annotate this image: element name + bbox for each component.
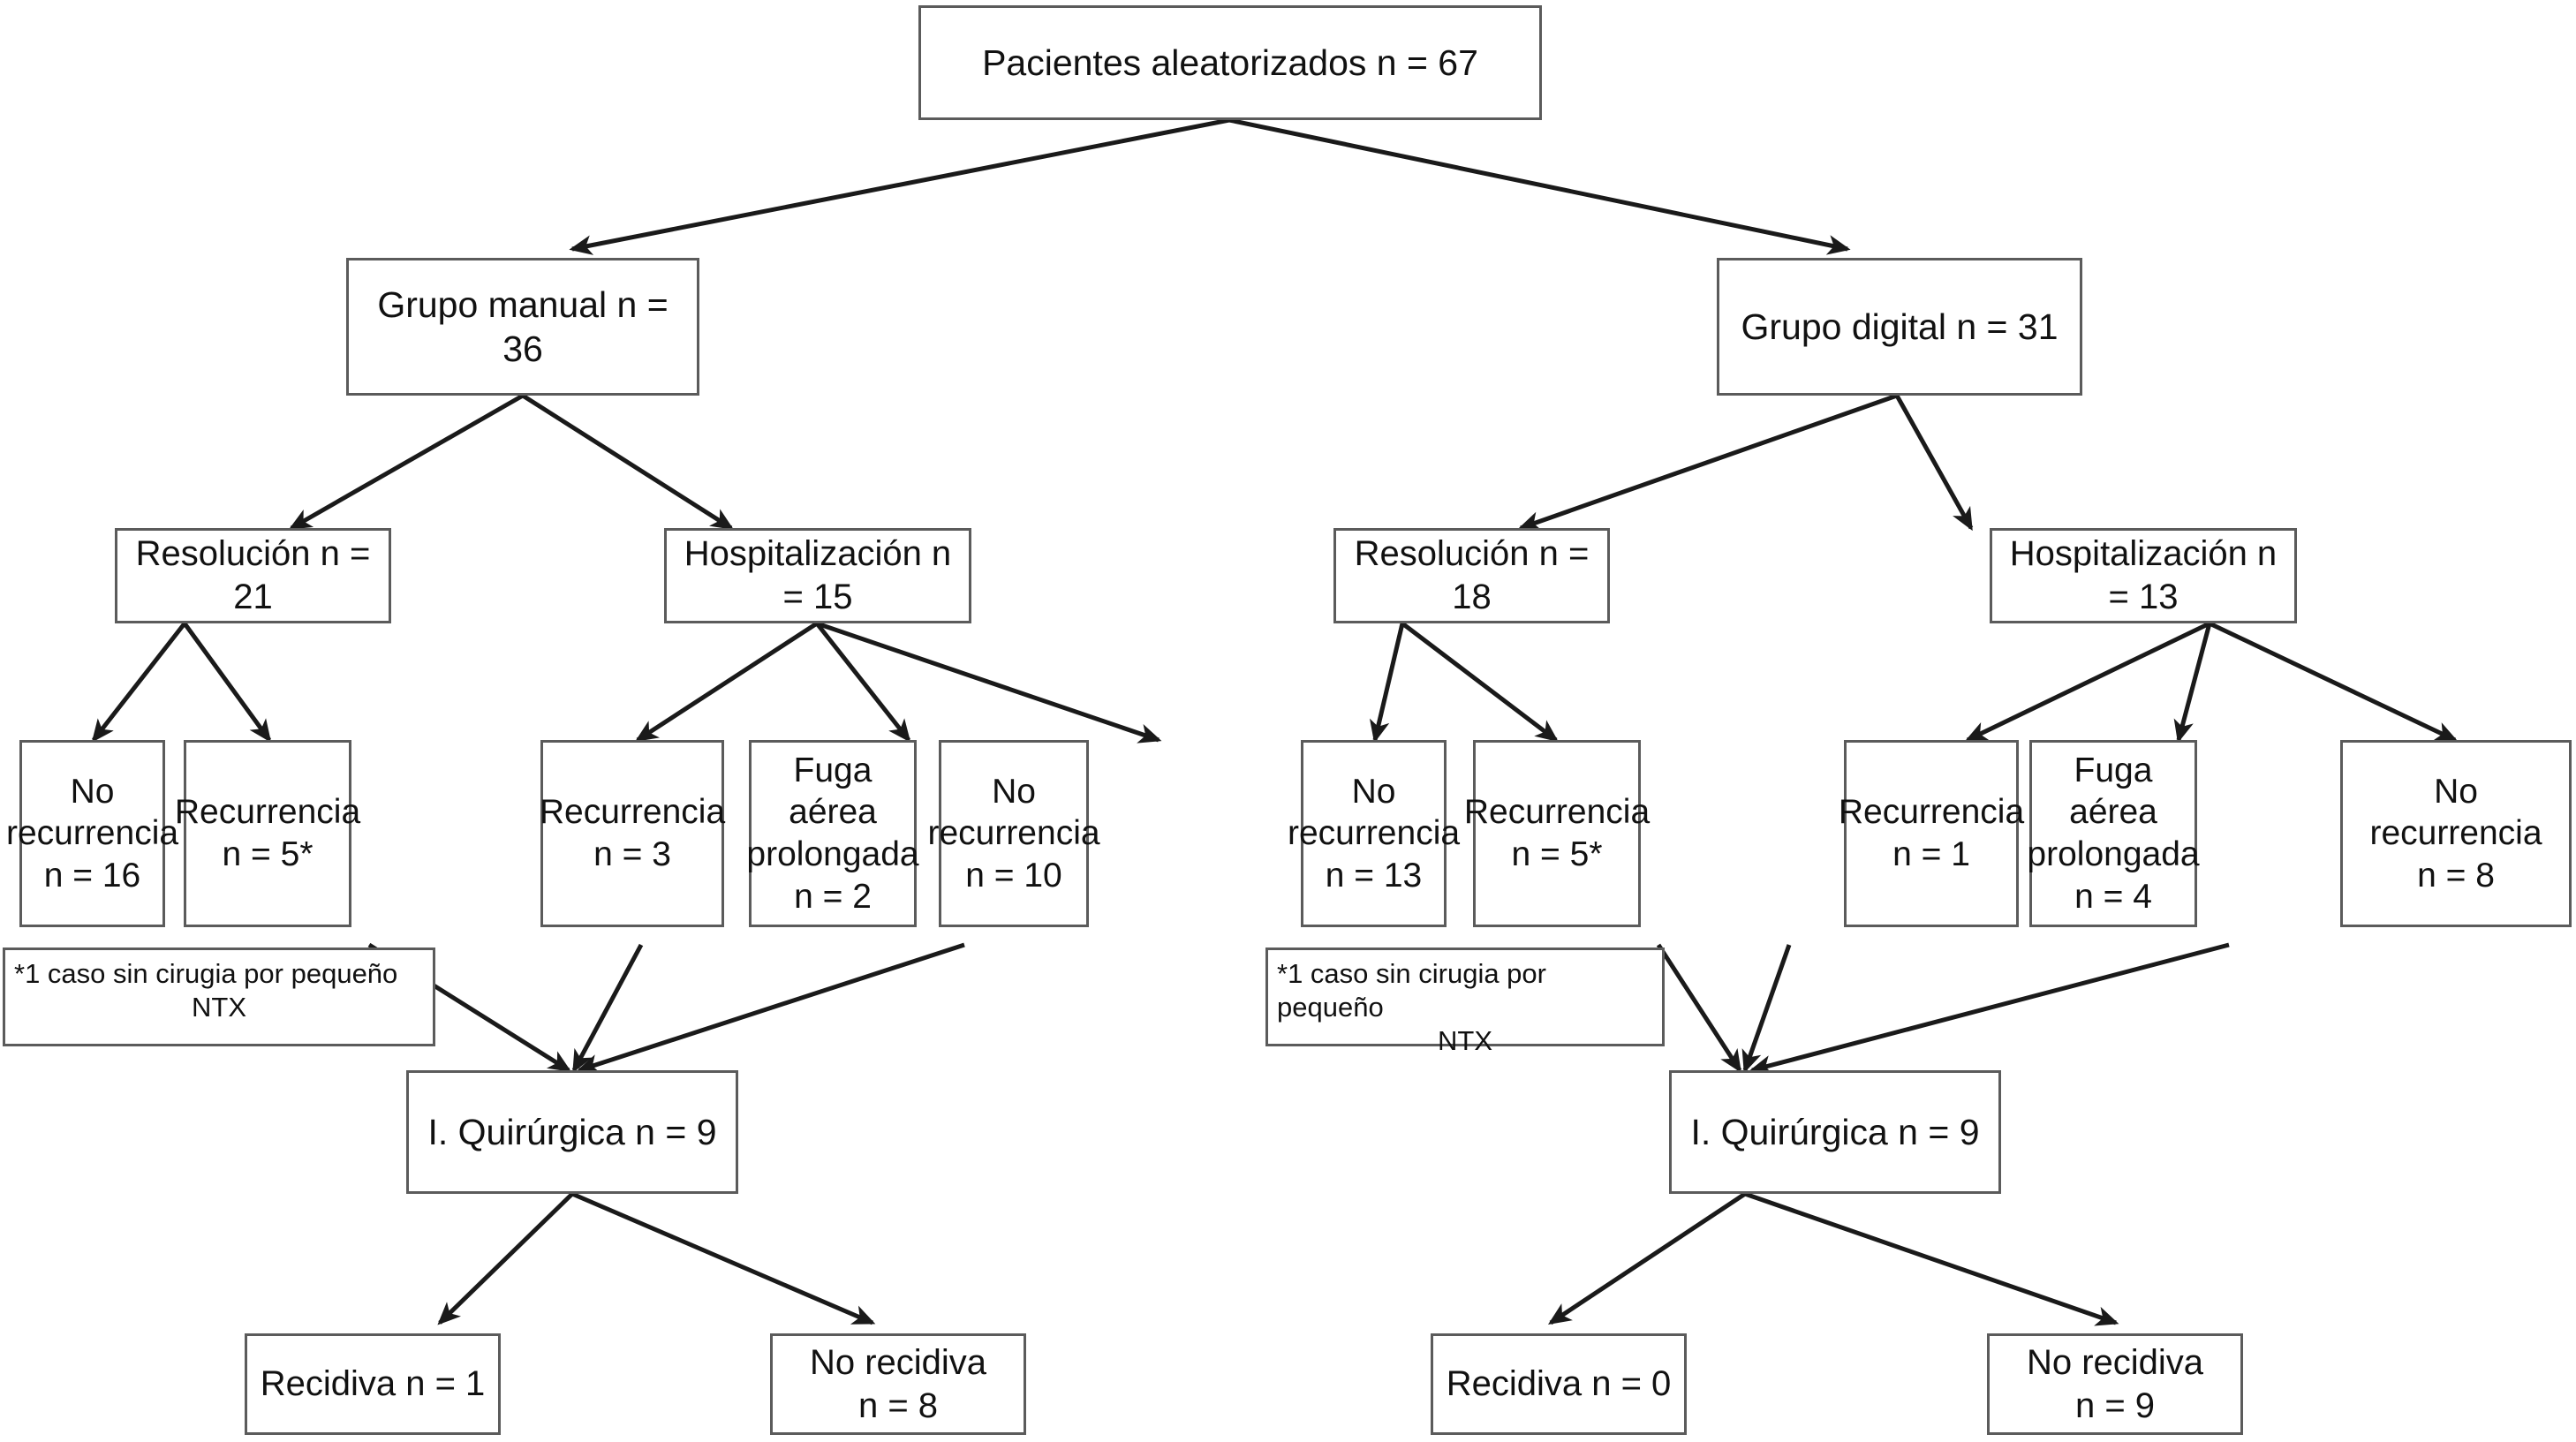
edge-manual-recurrencia3-to-quirurgica [571,943,644,1074]
node-digital-recurrencia-1[interactable]: Recurrencia n = 1 [1839,740,2024,927]
node-manual-recidiva-label: Recidiva n = 1 [260,1364,486,1404]
edge-digital-hosp-to-no-recurrencia8 [2208,621,2459,743]
node-grupo-manual-label: Grupo manual n = 36 [377,283,669,369]
node-grupo-digital[interactable]: Grupo digital n = 31 [1717,258,2082,396]
node-manual-recurrencia-3[interactable]: Recurrencia n = 3 [540,740,725,927]
node-digital-recidiva[interactable]: Recidiva n = 0 [1431,1333,1687,1435]
edge-manual-resolucion-to-recurrencia [182,622,272,743]
node-manual-resolucion-label: Resolución n = 21 [135,534,371,616]
node-grupo-manual[interactable]: Grupo manual n = 36 [346,258,699,396]
node-digital-recidiva-label: Recidiva n = 0 [1446,1364,1672,1404]
node-digital-no-recurrencia-13-label: No recurrencia n = 13 [1287,772,1461,895]
edge-manual-quirurgica-to-no-recidiva [571,1191,876,1325]
edge-digital-to-resolucion [1517,393,1898,532]
edge-root-to-group-digital [1228,117,1851,255]
edge-digital-quirurgica-to-no-recidiva [1744,1191,2119,1326]
edge-digital-quirurgica-to-recidiva [1547,1191,1747,1325]
node-manual-no-recidiva[interactable]: No recidiva n = 8 [770,1333,1026,1435]
node-manual-no-recurrencia-16-label: No recurrencia n = 16 [5,772,179,895]
node-digital-recurrencia-5[interactable]: Recurrencia n = 5* [1464,740,1650,927]
node-manual-hospitalizacion-label: Hospitalización n = 15 [684,534,952,616]
node-grupo-digital-label: Grupo digital n = 31 [1741,306,2059,347]
node-manual-resolucion[interactable]: Resolución n = 21 [115,528,391,623]
node-digital-no-recidiva[interactable]: No recidiva n = 9 [1987,1333,2243,1435]
node-manual-recurrencia-5-label: Recurrencia n = 5* [174,793,361,873]
node-digital-hospitalizacion-label: Hospitalización n = 13 [2009,534,2278,616]
node-digital-no-recidiva-label: No recidiva n = 9 [2026,1342,2204,1425]
edge-digital-resolucion-to-no-recurrencia [1369,623,1405,744]
node-manual-no-recurrencia-16[interactable]: No recurrencia n = 16 [6,740,178,927]
node-manual-no-recurrencia-10[interactable]: No recurrencia n = 10 [927,740,1100,927]
node-manual-hospitalizacion[interactable]: Hospitalización n = 15 [664,528,971,623]
node-manual-recidiva[interactable]: Recidiva n = 1 [245,1333,501,1435]
node-digital-quirurgica-label: I. Quirúrgica n = 9 [1690,1111,1980,1152]
node-digital-recurrencia-1-label: Recurrencia n = 1 [1838,793,2025,873]
node-digital-fuga-aerea-4-label: Fuga aérea prolongada n = 4 [2027,751,2200,916]
node-digital-no-recurrencia-8[interactable]: No recurrencia n = 8 [2340,740,2572,927]
node-manual-no-recurrencia-10-label: No recurrencia n = 10 [927,772,1100,895]
node-manual-fuga-aerea-2-label: Fuga aérea prolongada n = 2 [746,751,919,916]
footnote-line-2: NTX [1438,1024,1492,1056]
edge-manual-to-hospitalizacion [521,393,735,531]
node-root[interactable]: Pacientes aleatorizados n = 67 [918,5,1542,120]
footnote-line-1: *1 caso sin cirugia por pequeño [14,958,398,989]
edge-digital-recurrencia1-to-quirurgica [1741,944,1792,1074]
node-manual-quirurgica-label: I. Quirúrgica n = 9 [427,1111,717,1152]
edge-digital-hosp-to-fuga [2173,623,2212,744]
node-digital-no-recurrencia-13[interactable]: No recurrencia n = 13 [1288,740,1460,927]
edge-manual-hosp-to-no-recurrencia10 [816,621,1162,744]
edge-manual-fuga-to-quirurgica [576,942,965,1074]
edge-manual-quirurgica-to-recidiva [437,1192,574,1325]
edge-manual-resolucion-to-no-recurrencia [91,622,186,743]
edge-digital-fuga-to-quirurgica [1749,942,2230,1076]
node-digital-resolucion[interactable]: Resolución n = 18 [1333,528,1610,623]
node-digital-fuga-aerea-4[interactable]: Fuga aérea prolongada n = 4 [2027,740,2200,927]
node-manual-recurrencia-3-label: Recurrencia n = 3 [539,793,726,873]
node-digital-no-recurrencia-8-label: No recurrencia n = 8 [2369,772,2542,895]
node-manual-no-recidiva-label: No recidiva n = 8 [809,1342,987,1425]
edge-manual-to-resolucion [288,393,525,531]
edge-manual-hosp-to-recurrencia3 [634,621,819,743]
node-digital-quirurgica[interactable]: I. Quirúrgica n = 9 [1669,1070,2001,1194]
node-manual-fuga-aerea-2[interactable]: Fuga aérea prolongada n = 2 [746,740,919,927]
edge-digital-to-hospitalizacion [1894,394,1974,532]
node-root-label: Pacientes aleatorizados n = 67 [982,42,1478,83]
edge-digital-resolucion-to-recurrencia [1401,622,1559,743]
node-digital-resolucion-label: Resolución n = 18 [1354,534,1590,616]
node-manual-quirurgica[interactable]: I. Quirúrgica n = 9 [406,1070,738,1194]
edge-root-to-group-manual [569,117,1230,255]
node-digital-recurrencia-5-label: Recurrencia n = 5* [1463,793,1651,873]
edge-manual-hosp-to-fuga [815,622,911,743]
edge-digital-hosp-to-recurrencia1 [1964,621,2211,743]
node-manual-recurrencia-5[interactable]: Recurrencia n = 5* [175,740,360,927]
footnote-line-1: *1 caso sin cirugia por pequeño [1277,958,1546,1023]
footnote-line-2: NTX [192,991,246,1023]
node-digital-hospitalizacion[interactable]: Hospitalización n = 13 [1990,528,2297,623]
edge-digital-recurrencia5-to-quirurgica [1656,943,1742,1074]
